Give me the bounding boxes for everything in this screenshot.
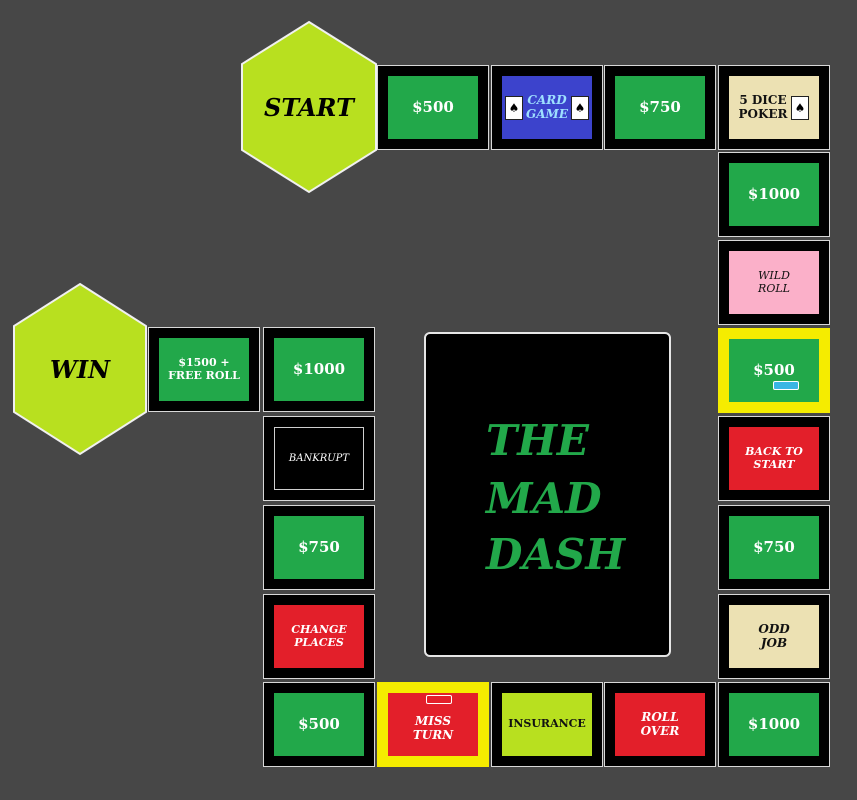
- tile-face: $750: [729, 516, 819, 579]
- tile-face: BACK TO START: [729, 427, 819, 490]
- tile-bankrupt[interactable]: BANKRUPT: [263, 416, 375, 501]
- tile-roll-over[interactable]: ROLL OVER: [604, 682, 716, 767]
- spade-card-icon: ♠: [505, 95, 523, 120]
- tile-miss-turn-current[interactable]: MISS TURN: [377, 682, 489, 767]
- tile-face: INSURANCE: [502, 693, 592, 756]
- tile-odd-job[interactable]: ODD JOB: [718, 594, 830, 679]
- tile-750-c[interactable]: $750: [263, 505, 375, 590]
- title-line-1: THE: [486, 416, 589, 465]
- tile-label: $1500 + FREE ROLL: [168, 356, 240, 382]
- start-label: START: [264, 92, 354, 122]
- title-line-3: DASH: [486, 530, 626, 579]
- tile-label: $500: [412, 98, 454, 117]
- tile-face: MISS TURN: [388, 693, 478, 756]
- tile-face: ODD JOB: [729, 605, 819, 668]
- tile-label: $750: [753, 538, 795, 557]
- tile-back-to-start[interactable]: BACK TO START: [718, 416, 830, 501]
- win-space[interactable]: WIN: [12, 282, 148, 456]
- tile-500-b-current[interactable]: $500: [718, 328, 830, 413]
- tile-face: WILD ROLL: [729, 251, 819, 314]
- title-panel: THE MAD DASH: [424, 332, 671, 657]
- tile-face: $750: [274, 516, 364, 579]
- tile-500-c[interactable]: $500: [263, 682, 375, 767]
- tile-face: $500: [388, 76, 478, 139]
- tile-face: $1000: [729, 163, 819, 226]
- tile-label: $500: [298, 715, 340, 734]
- tile-label: $750: [298, 538, 340, 557]
- start-space[interactable]: START: [240, 20, 378, 194]
- tile-face: BANKRUPT: [274, 427, 364, 490]
- tile-face: $1000: [274, 338, 364, 401]
- tile-1500-free-roll[interactable]: $1500 + FREE ROLL: [148, 327, 260, 412]
- player-token[interactable]: [773, 381, 799, 390]
- tile-label: $1000: [292, 360, 346, 379]
- tile-face: CHANGE PLACES: [274, 605, 364, 668]
- tile-750-b[interactable]: $750: [718, 505, 830, 590]
- tile-label: INSURANCE: [508, 717, 586, 731]
- tile-change-places[interactable]: CHANGE PLACES: [263, 594, 375, 679]
- tile-face: $750: [615, 76, 705, 139]
- spade-card-icon: ♠: [571, 95, 589, 120]
- tile-1000-c[interactable]: $1000: [263, 327, 375, 412]
- tile-label: $1000: [747, 715, 801, 734]
- tile-label: $750: [639, 98, 681, 117]
- tile-1000-a[interactable]: $1000: [718, 152, 830, 237]
- tile-label: $1000: [747, 185, 801, 204]
- tile-label: BANKRUPT: [288, 453, 350, 464]
- tile-face: $500: [274, 693, 364, 756]
- tile-face: $1000: [729, 693, 819, 756]
- tile-label: MISS TURN: [412, 714, 454, 742]
- tile-1000-b[interactable]: $1000: [718, 682, 830, 767]
- tile-label: CARD GAME: [526, 93, 568, 121]
- win-label: WIN: [49, 354, 111, 384]
- tile-5-dice-poker[interactable]: 5 DICE POKER ♠: [718, 65, 830, 150]
- tile-face: $1500 + FREE ROLL: [159, 338, 249, 401]
- tile-face: ♠ CARD GAME ♠: [502, 76, 592, 139]
- tile-label: 5 DICE POKER: [738, 93, 788, 121]
- tile-wild-roll[interactable]: WILD ROLL: [718, 240, 830, 325]
- player-token[interactable]: [426, 695, 452, 704]
- tile-label: $500: [753, 361, 795, 380]
- tile-label: ODD JOB: [758, 622, 790, 650]
- tile-label: BACK TO START: [745, 445, 803, 471]
- tile-label: CHANGE PLACES: [291, 623, 347, 649]
- tile-card-game[interactable]: ♠ CARD GAME ♠: [491, 65, 603, 150]
- tile-label: ROLL OVER: [640, 710, 680, 738]
- tile-face: $500: [729, 339, 819, 402]
- tile-face: 5 DICE POKER ♠: [729, 76, 819, 139]
- tile-face: ROLL OVER: [615, 693, 705, 756]
- spade-card-icon: ♠: [791, 95, 809, 120]
- win-hex-shape: [13, 282, 147, 456]
- tile-500-a[interactable]: $500: [377, 65, 489, 150]
- tile-750-a[interactable]: $750: [604, 65, 716, 150]
- tile-insurance[interactable]: INSURANCE: [491, 682, 603, 767]
- tile-label: WILD ROLL: [758, 269, 790, 295]
- title-line-2: MAD: [486, 474, 602, 523]
- start-hex-shape: [241, 20, 377, 194]
